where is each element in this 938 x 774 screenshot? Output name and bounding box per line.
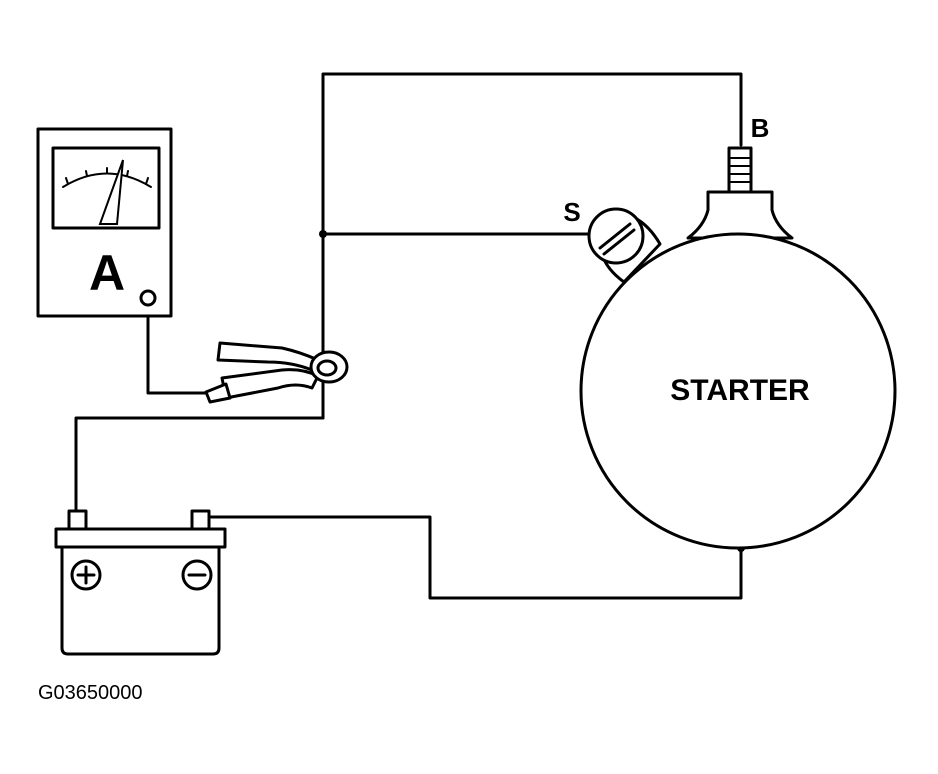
battery-lid [54,527,227,549]
wiring [74,72,745,600]
solenoid-housing [686,190,794,240]
clamp-handle [204,382,232,404]
figure-id: G03650000 [38,682,143,704]
starter-label: STARTER [670,374,810,407]
ammeter-terminal [139,289,157,307]
junction-dot [319,230,327,238]
current-clamp [204,341,349,404]
terminal-b-label: B [751,113,770,143]
wire-ammeter-lead [146,303,217,395]
terminal-s-label: S [563,197,580,227]
starter-body [579,232,897,550]
ammeter-label: A [89,245,125,301]
ammeter-needle [98,159,124,225]
clamp-lower-jaw [220,368,320,400]
clamp-jaw-hole [316,359,338,377]
battery-positive-post [67,509,88,531]
battery-negative-post [190,509,211,531]
clamp-upper-jaw [216,341,320,372]
battery [54,509,227,656]
starter-motor: STARTER S B [563,113,897,550]
wire-battery-negative [209,515,743,600]
ammeter: A [36,127,173,318]
wire-battery-positive [74,373,325,517]
wire-b-terminal [321,72,743,420]
b-terminal-stud [727,146,753,194]
